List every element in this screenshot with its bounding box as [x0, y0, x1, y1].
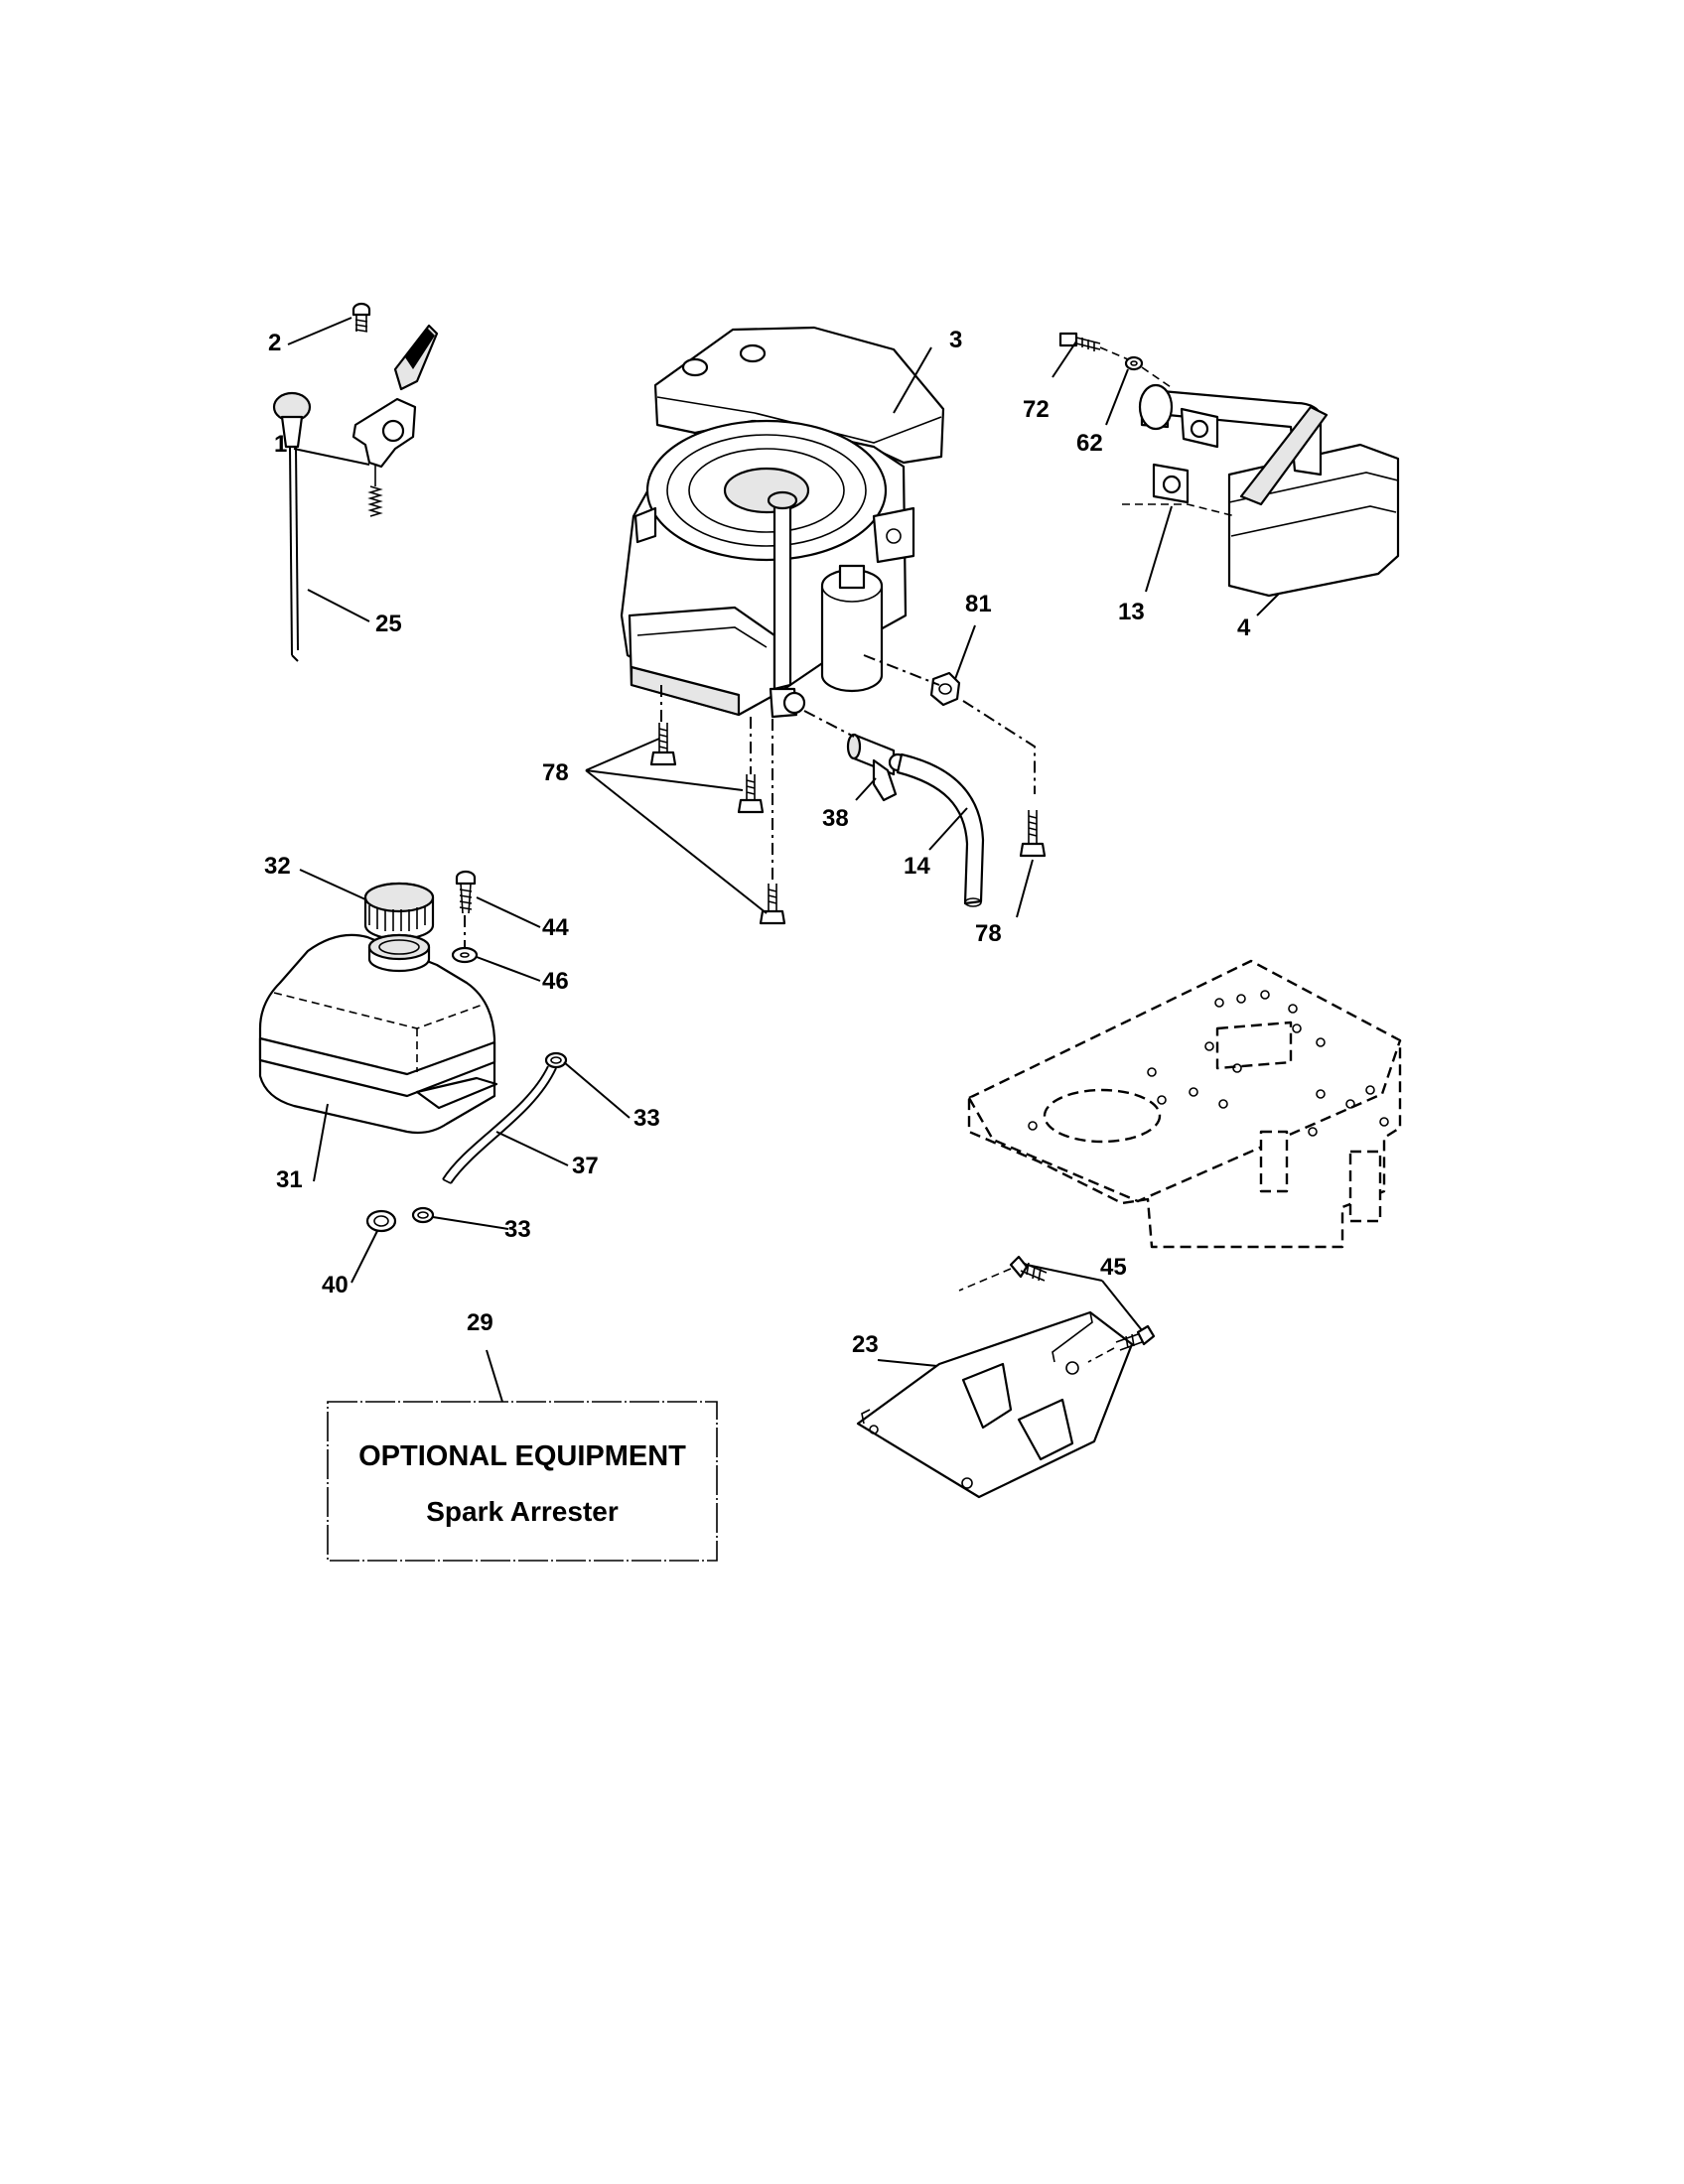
callout-78: 78 — [542, 759, 569, 786]
dipstick-part — [272, 391, 312, 662]
callout-44: 44 — [542, 914, 569, 941]
callout-81: 81 — [965, 591, 992, 617]
callout-78: 78 — [975, 920, 1002, 947]
callout-45: 45 — [1100, 1254, 1127, 1281]
frame-reference — [967, 959, 1402, 1249]
screw-part — [351, 302, 371, 333]
engine-part — [620, 326, 945, 719]
fuel-cap-part — [363, 882, 435, 941]
callout-4: 4 — [1237, 614, 1251, 641]
engine-bolt-part — [1019, 810, 1047, 858]
spark-arrester-label: Spark Arrester — [426, 1496, 619, 1527]
callout-40: 40 — [322, 1272, 349, 1298]
exhaust-gasket-part — [1122, 463, 1236, 517]
callout-29: 29 — [467, 1309, 493, 1336]
callout-3: 3 — [949, 327, 962, 353]
callout-1: 1 — [274, 431, 287, 458]
bushing-part — [365, 1209, 397, 1233]
callout-72: 72 — [1023, 396, 1050, 423]
hose-clamp-part — [411, 1206, 435, 1224]
nut-part — [929, 671, 961, 707]
callout-numbers: 2 1 3 25 72 62 13 4 81 78 38 14 78 32 44… — [264, 327, 1251, 1358]
callout-33: 33 — [633, 1105, 660, 1132]
optional-equipment-box: OPTIONAL EQUIPMENT Spark Arrester — [327, 1401, 718, 1562]
tank-screw-part — [455, 870, 477, 914]
callout-25: 25 — [375, 611, 402, 637]
engine-bolt-part — [737, 774, 765, 814]
callout-32: 32 — [264, 853, 291, 880]
lockwasher-part — [1124, 355, 1144, 371]
fuel-tank-part — [258, 933, 498, 1135]
engine-bolt-part — [759, 884, 786, 925]
plate-screw-part — [1009, 1255, 1048, 1282]
callout-14: 14 — [904, 853, 930, 880]
callout-62: 62 — [1076, 430, 1103, 457]
fuel-line-part — [442, 1065, 557, 1184]
callout-2: 2 — [268, 330, 281, 356]
engine-plate-part — [856, 1310, 1134, 1499]
callout-37: 37 — [572, 1153, 599, 1179]
plate-screw-part — [1115, 1324, 1156, 1351]
hose-clamp-part — [544, 1051, 568, 1069]
engine-bolt-part — [649, 723, 677, 766]
tank-washer-part — [451, 946, 479, 964]
callout-31: 31 — [276, 1166, 303, 1193]
callout-38: 38 — [822, 805, 849, 832]
throttle-control-part — [351, 324, 439, 517]
callout-33: 33 — [504, 1216, 531, 1243]
exhaust-bolt-part — [1058, 332, 1175, 390]
callout-46: 46 — [542, 968, 569, 995]
fuel-filter-part — [846, 733, 908, 802]
callout-23: 23 — [852, 1331, 879, 1358]
muffler-part — [1138, 383, 1400, 598]
callout-13: 13 — [1118, 599, 1145, 625]
leader-lines — [287, 317, 1280, 1403]
fuel-hose-part — [896, 752, 985, 907]
optional-equipment-title: OPTIONAL EQUIPMENT — [358, 1440, 686, 1472]
